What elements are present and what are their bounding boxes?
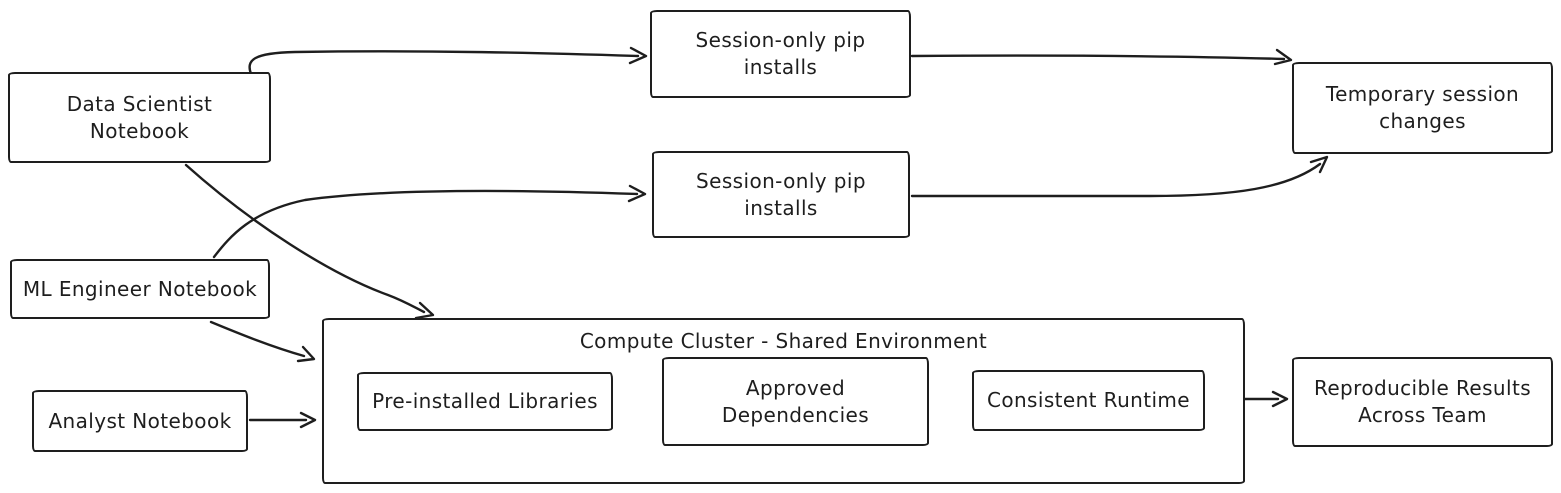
- arrow-session-pip-2-to-temporary-changes: [910, 155, 1329, 198]
- node-label: Reproducible Results Across Team: [1313, 376, 1532, 427]
- node-label: Pre-installed Libraries: [372, 389, 598, 413]
- node-ml-engineer-notebook: ML Engineer Notebook: [10, 259, 270, 319]
- node-label: Approved Dependencies: [721, 375, 870, 427]
- node-label: Temporary session changes: [1325, 82, 1520, 133]
- node-label: Consistent Runtime: [986, 388, 1191, 412]
- node-approved-dependencies: Approved Dependencies: [662, 357, 929, 446]
- node-reproducible-results: Reproducible Results Across Team: [1292, 357, 1553, 447]
- node-data-scientist-notebook: Data Scientist Notebook: [8, 72, 271, 163]
- arrow-ml-engineer-to-compute-cluster: [209, 320, 316, 363]
- node-temporary-session-changes: Temporary session changes: [1292, 62, 1553, 154]
- arrow-ml-engineer-to-session-pip-2: [212, 184, 647, 259]
- node-preinstalled-libraries: Pre-installed Libraries: [357, 372, 613, 431]
- node-label: Analyst Notebook: [48, 408, 232, 433]
- node-label: Session-only pip installs: [696, 168, 866, 220]
- node-session-only-pip-installs-1: Session-only pip installs: [650, 10, 911, 98]
- compute-cluster-title: Compute Cluster - Shared Environment: [579, 329, 988, 353]
- node-label: Session-only pip installs: [695, 28, 866, 79]
- arrow-session-pip-1-to-temporary-changes: [910, 48, 1293, 66]
- arrow-analyst-to-compute-cluster: [248, 411, 317, 429]
- arrow-data-scientist-to-session-pip-1: [248, 46, 648, 76]
- node-label: Data Scientist Notebook: [66, 91, 213, 143]
- node-consistent-runtime: Consistent Runtime: [972, 370, 1205, 431]
- node-session-only-pip-installs-2: Session-only pip installs: [652, 151, 910, 238]
- node-analyst-notebook: Analyst Notebook: [32, 390, 248, 452]
- node-label: ML Engineer Notebook: [22, 276, 258, 301]
- arrow-compute-cluster-to-reproducible-results: [1243, 390, 1289, 408]
